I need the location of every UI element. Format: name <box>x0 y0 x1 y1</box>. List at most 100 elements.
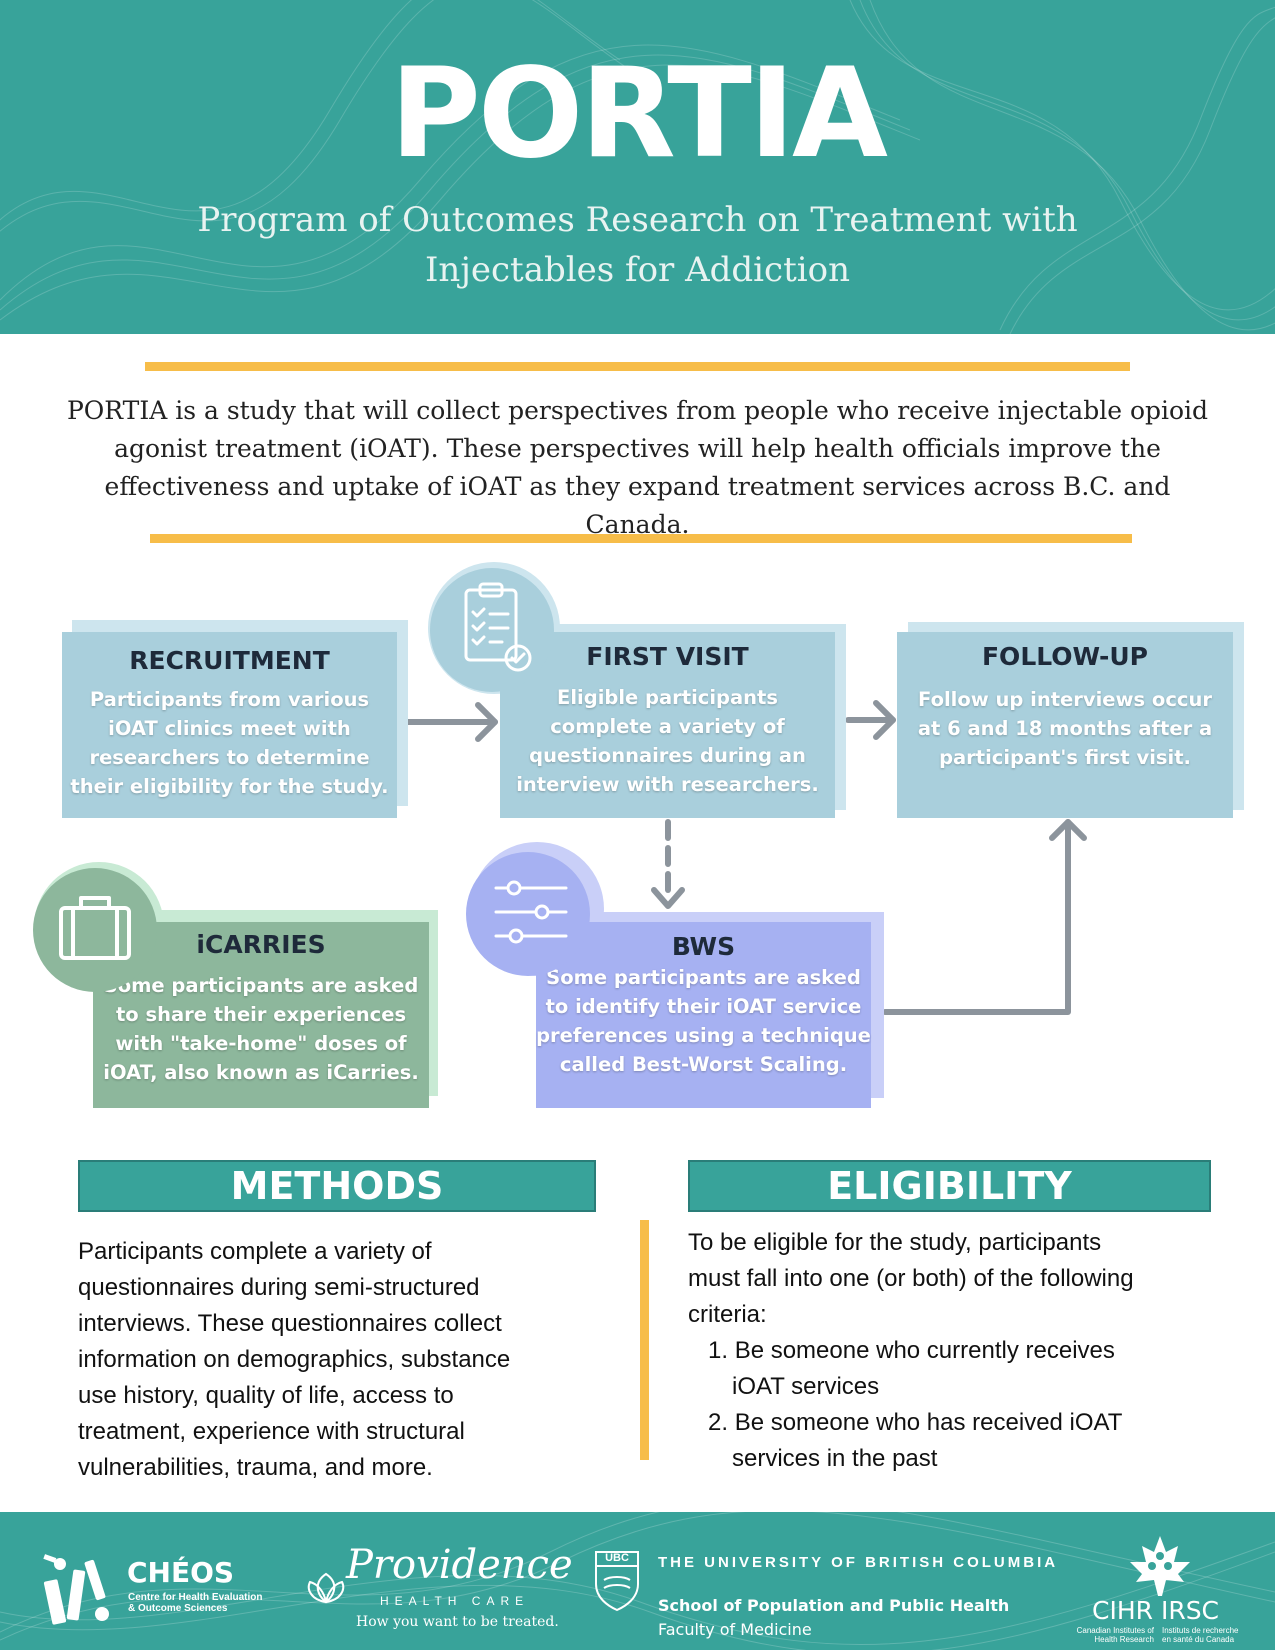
cihr-english-name: Canadian Institutes of Health Research <box>1076 1626 1154 1644</box>
follow-up-description: Follow up interviews occur at 6 and 18 m… <box>897 685 1233 772</box>
criterion-text: Be someone who has received iOAT <box>734 1409 1123 1436</box>
ubc-school: School of Population and Public Health <box>658 1596 1010 1615</box>
ubc-crest-icon <box>595 1551 639 1612</box>
methods-line: information on demographics, substance <box>78 1346 511 1373</box>
cihr-name: CIHR IRSC <box>1092 1596 1220 1625</box>
criterion-text: services in the past <box>732 1445 938 1472</box>
cheos-subtitle-line: & Outcome Sciences <box>128 1603 228 1614</box>
arrow-head <box>1049 819 1087 841</box>
recruitment-box: RECRUITMENT Participants from various iO… <box>62 632 397 818</box>
methods-text: Participants complete a variety of quest… <box>78 1234 618 1486</box>
sliders-icon <box>494 880 568 944</box>
eligibility-line: To be eligible for the study, participan… <box>688 1229 1102 1256</box>
methods-heading: METHODS <box>78 1160 596 1212</box>
gold-vertical-divider <box>640 1220 649 1460</box>
intro-paragraph: PORTIA is a study that will collect pers… <box>50 392 1225 544</box>
icarries-title: iCARRIES <box>196 930 326 959</box>
providence-name: Providence <box>346 1542 573 1588</box>
description-line: iOAT, also known as iCarries. <box>103 1061 419 1084</box>
flow-arrows <box>405 700 1087 1015</box>
criterion-text: iOAT services <box>732 1373 880 1400</box>
arrow-head <box>651 887 685 909</box>
criterion-number: 1. <box>708 1337 729 1364</box>
description-line: Follow up interviews occur <box>918 688 1212 711</box>
first-visit-box: FIRST VISIT Eligible participants comple… <box>500 632 835 818</box>
icarries-box: iCARRIES Some participants are asked to … <box>93 922 429 1108</box>
cheos-logo-icon <box>43 1554 109 1625</box>
bws-title: BWS <box>671 932 736 961</box>
description-line: researchers to determine <box>89 746 370 769</box>
intro-line: agonist treatment (iOAT). These perspect… <box>114 434 1161 463</box>
intro-line: effectiveness and uptake of iOAT as they… <box>104 472 1171 539</box>
providence-tagline: How you want to be treated. <box>356 1614 559 1630</box>
subtitle-line: Program of Outcomes Research on Treatmen… <box>197 200 1078 240</box>
methods-line: questionnaires during semi-structured <box>78 1274 480 1301</box>
description-line: iOAT clinics meet with <box>108 717 351 740</box>
description-line: preferences using a technique <box>536 1024 871 1047</box>
description-line: called Best-Worst Scaling. <box>559 1053 848 1076</box>
bws-box: BWS Some participants are asked to ident… <box>536 922 871 1108</box>
criterion-number: 2. <box>708 1409 729 1436</box>
eligibility-criterion-2: 2. Be someone who has received iOAT serv… <box>708 1405 1228 1477</box>
gold-divider-bottom <box>150 534 1132 543</box>
description-line: with "take-home" doses of <box>115 1032 407 1055</box>
eligibility-line: criteria: <box>688 1301 767 1328</box>
ubc-name: THE UNIVERSITY OF BRITISH COLUMBIA <box>658 1554 1059 1571</box>
cheos-name: CHÉOS <box>127 1556 235 1589</box>
first-visit-title: FIRST VISIT <box>586 642 749 671</box>
recruitment-title: RECRUITMENT <box>129 646 330 675</box>
description-line: to share their experiences <box>115 1003 407 1026</box>
icon-circle <box>430 568 554 692</box>
recruitment-description: Participants from various iOAT clinics m… <box>62 685 397 801</box>
arrow-head <box>475 702 498 742</box>
cihr-text-line: Instituts de recherche <box>1162 1626 1239 1635</box>
cheos-subtitle: Centre for Health Evaluation & Outcome S… <box>128 1592 262 1614</box>
footer-logos: CHÉOS Centre for Health Evaluation & Out… <box>0 1512 1275 1650</box>
methods-line: interviews. These questionnaires collect <box>78 1310 502 1337</box>
gold-divider-top <box>145 362 1130 371</box>
page-title: PORTIA <box>390 42 888 186</box>
follow-up-box: FOLLOW-UP Follow up interviews occur at … <box>897 632 1233 818</box>
first-visit-description: Eligible participants complete a variety… <box>500 683 835 799</box>
description-line: their eligibility for the study. <box>70 775 389 798</box>
arrow-head <box>873 700 896 740</box>
cihr-maple-leaf-icon <box>1130 1536 1190 1596</box>
suitcase-icon <box>59 896 131 960</box>
description-line: Some participants are asked <box>546 966 861 989</box>
bws-description: Some participants are asked to identify … <box>536 963 871 1079</box>
cheos-subtitle-line: Centre for Health Evaluation <box>128 1592 263 1603</box>
providence-flower-icon <box>307 1572 345 1604</box>
cihr-text-line: Canadian Institutes of <box>1076 1626 1154 1635</box>
ubc-badge: UBC <box>605 1552 629 1564</box>
eligibility-heading: ELIGIBILITY <box>688 1160 1211 1212</box>
methods-line: vulnerabilities, trauma, and more. <box>78 1454 433 1481</box>
eligibility-intro: To be eligible for the study, participan… <box>688 1225 1228 1333</box>
icarries-description: Some participants are asked to share the… <box>93 971 429 1087</box>
clipboard-checklist-icon <box>464 582 532 672</box>
follow-up-title: FOLLOW-UP <box>981 642 1148 671</box>
subtitle-line: Injectables for Addiction <box>425 250 850 290</box>
description-line: at 6 and 18 months after a <box>917 717 1213 740</box>
methods-line: use history, quality of life, access to <box>78 1382 454 1409</box>
methods-line: treatment, experience with structural <box>78 1418 465 1445</box>
description-line: interview with researchers. <box>516 773 819 796</box>
eligibility-line: must fall into one (or both) of the foll… <box>688 1265 1134 1292</box>
description-line: participant's first visit. <box>939 746 1191 769</box>
criterion-text: Be someone who currently receives <box>734 1337 1115 1364</box>
header-banner: PORTIA Program of Outcomes Research on T… <box>0 0 1275 334</box>
providence-subtitle: HEALTH CARE <box>380 1594 530 1608</box>
page-subtitle: Program of Outcomes Research on Treatmen… <box>150 195 1125 295</box>
icon-circle <box>33 868 157 992</box>
description-line: Some participants are asked <box>103 974 419 997</box>
arrow-bws-to-follow-up <box>882 819 1071 1015</box>
description-line: to identify their iOAT service <box>545 995 862 1018</box>
methods-line: Participants complete a variety of <box>78 1238 432 1265</box>
intro-line: PORTIA is a study that will collect pers… <box>66 396 1209 425</box>
description-line: Participants from various <box>89 688 370 711</box>
cihr-text-line: Health Research <box>1094 1635 1154 1644</box>
icon-circle <box>466 852 590 976</box>
wave-pattern-decoration <box>0 0 1275 334</box>
cihr-text-line: en santé du Canada <box>1162 1635 1235 1644</box>
description-line: complete a variety of <box>550 715 785 738</box>
wave-pattern-decoration <box>0 1512 1275 1650</box>
